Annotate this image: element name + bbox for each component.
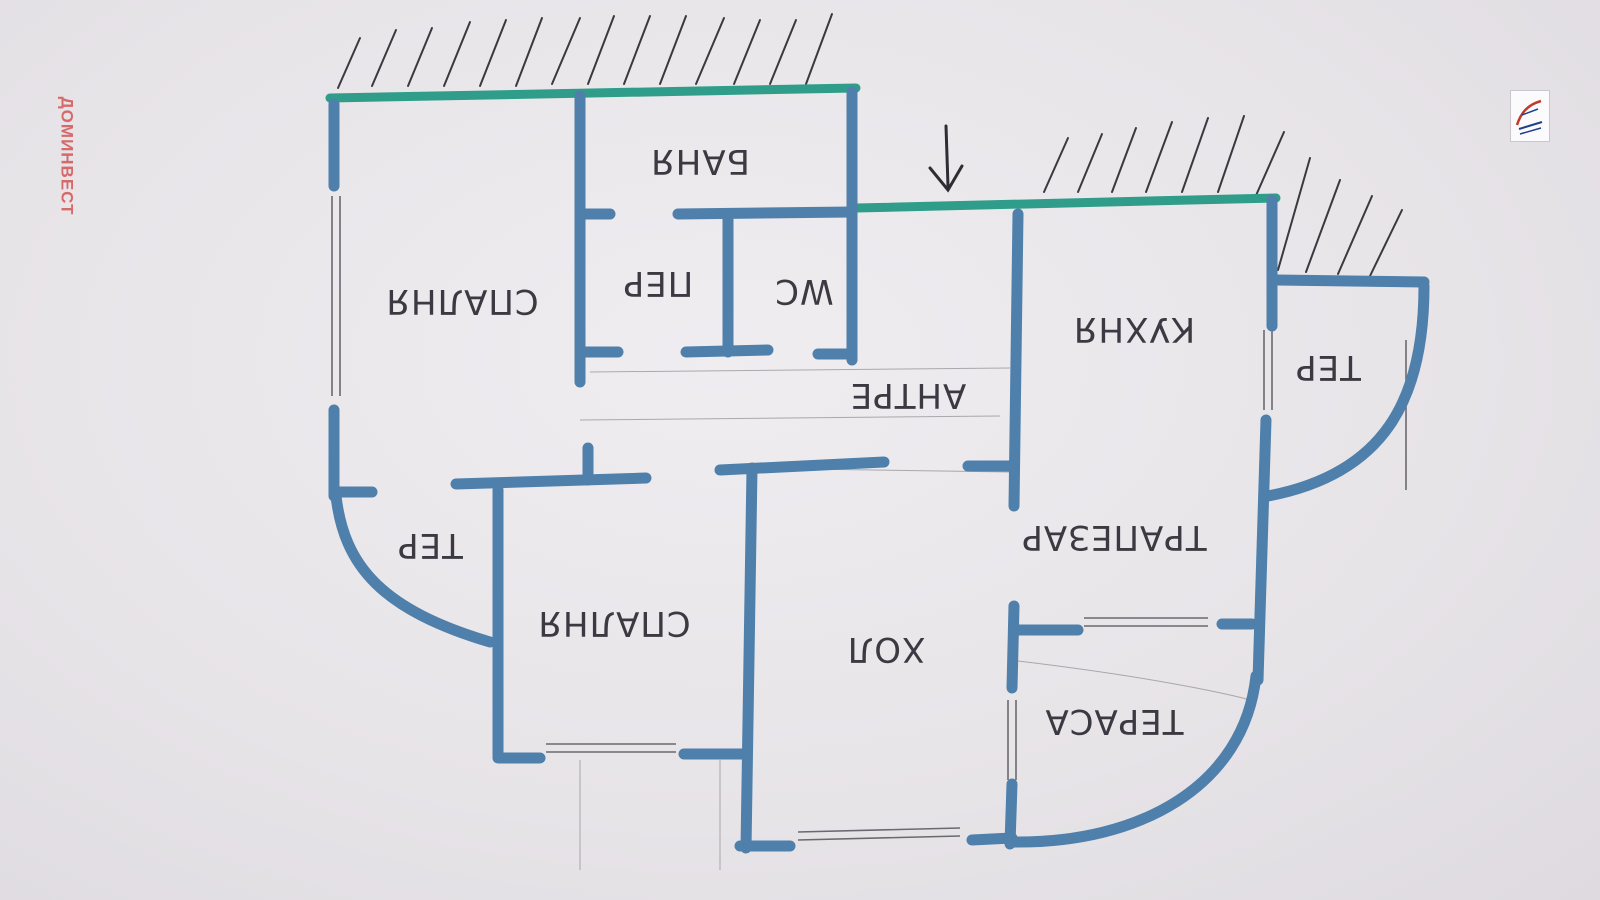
label-ter-right: ТЕР (1295, 347, 1362, 387)
party-walls (325, 83, 1281, 213)
room-labels: БАНЯ СПАЛНЯ ПЕР WC КУХНЯ ТЕР АНТРЕ ТРАПЕ… (385, 141, 1362, 741)
hatching-top (337, 13, 833, 89)
label-antre: АНТРЕ (850, 375, 967, 415)
agency-logo (1510, 90, 1550, 142)
label-terasa: ТЕРАСА (1044, 701, 1184, 741)
label-ter-left: ТЕР (397, 525, 464, 565)
walls (328, 86, 1430, 854)
label-banya: БАНЯ (650, 141, 750, 181)
label-spalnya-top: СПАЛНЯ (385, 281, 538, 321)
entrance-arrow-icon (928, 124, 964, 193)
label-per: ПЕР (623, 263, 694, 303)
label-spalnya-bottom: СПАЛНЯ (537, 603, 690, 643)
hatching-right (1043, 115, 1403, 277)
label-kuhnya: КУХНЯ (1073, 309, 1195, 349)
label-hol: ХОЛ (847, 629, 926, 669)
label-wc: WC (774, 271, 833, 311)
label-trapezar: ТРАПЕЗАР (1021, 517, 1207, 557)
agency-logo-icon (1515, 99, 1543, 135)
windows (331, 196, 1407, 841)
